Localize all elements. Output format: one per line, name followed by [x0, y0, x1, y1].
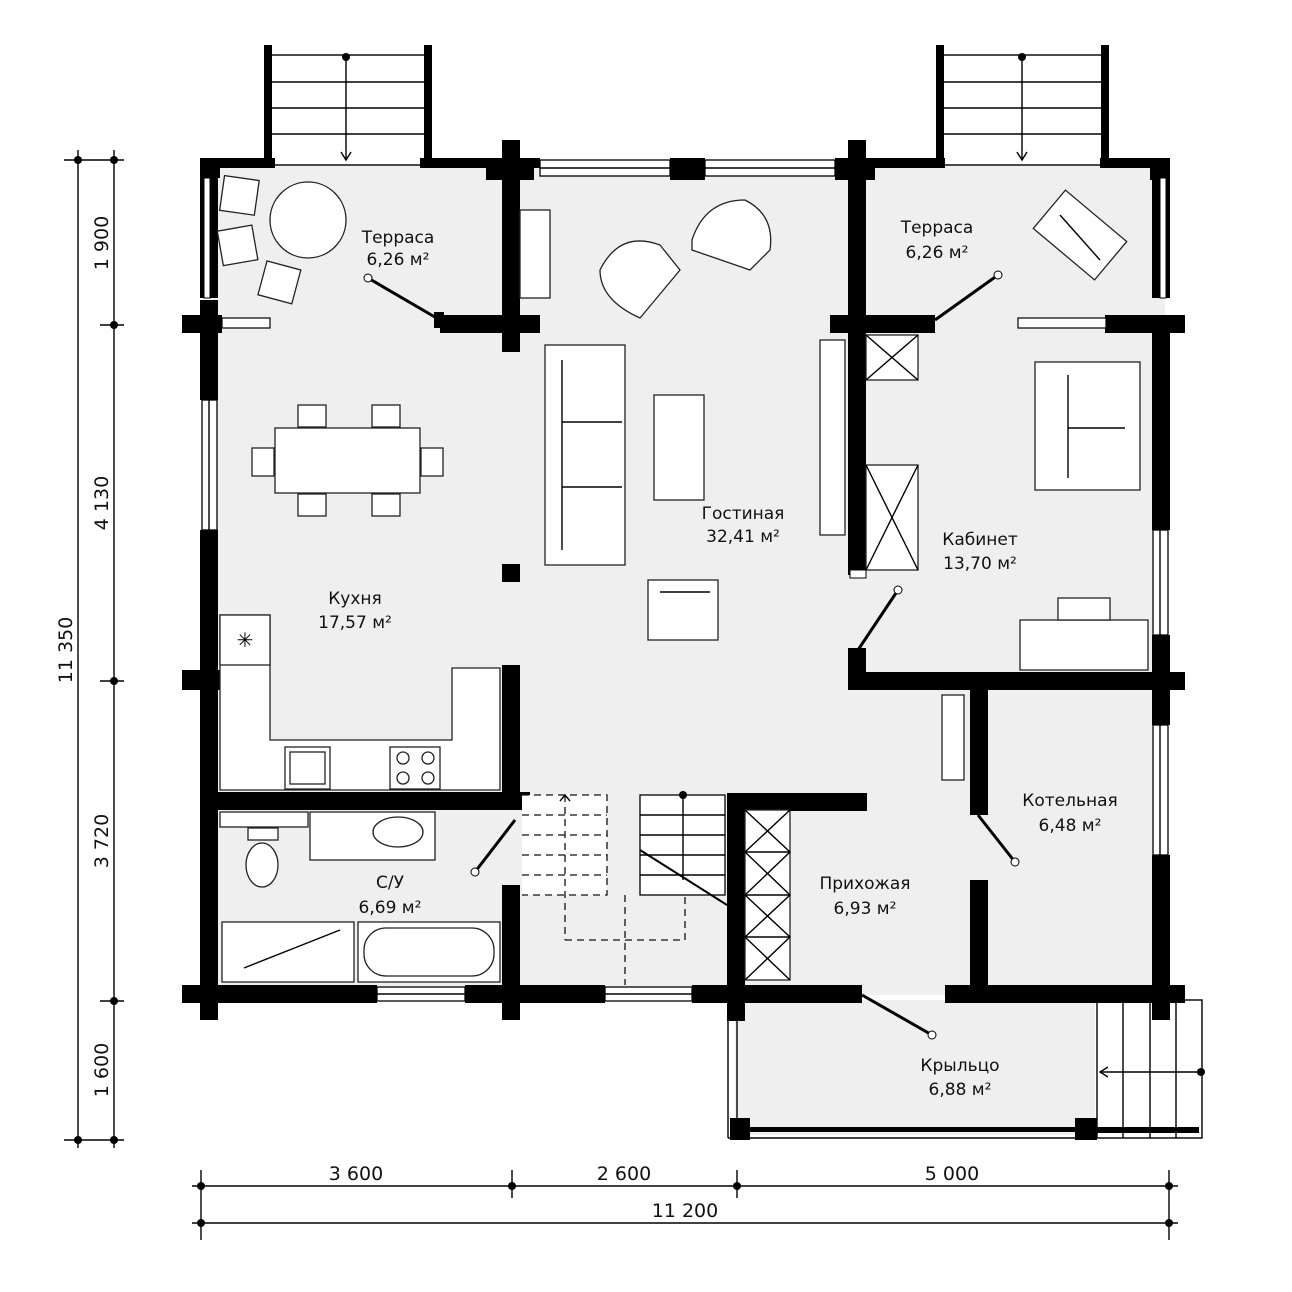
furniture-terrace-right — [1032, 189, 1128, 281]
room-name-bathroom: С/У — [376, 873, 405, 893]
staircase — [522, 791, 728, 985]
walls — [182, 140, 1199, 1140]
room-area-terrace-left: 6,26 м² — [367, 250, 430, 270]
room-area-porch: 6,88 м² — [929, 1080, 992, 1100]
room-labels: Терраса 6,26 м² Терраса 6,26 м² Гостиная… — [318, 218, 1118, 1100]
dim-vertical-1: 1 900 — [91, 216, 113, 270]
room-name-boiler: Котельная — [1022, 791, 1117, 811]
room-area-boiler: 6,48 м² — [1039, 816, 1102, 836]
furniture-boiler — [941, 694, 965, 781]
room-name-terrace-left: Терраса — [361, 228, 435, 248]
dim-vertical-total: 11 350 — [55, 617, 77, 683]
room-area-kitchen: 17,57 м² — [318, 613, 392, 633]
room-name-kitchen: Кухня — [328, 589, 382, 609]
room-name-living: Гостиная — [702, 504, 785, 524]
dim-vertical-3: 3 720 — [91, 814, 113, 868]
windows — [201, 159, 1169, 1002]
terrace-steps-left — [264, 45, 432, 166]
room-area-hall: 6,93 м² — [834, 899, 897, 919]
vertical-dimensions: 11 350 1 900 4 130 3 720 1 600 — [55, 150, 124, 1148]
horizontal-dimensions: 3 600 2 600 5 000 11 200 — [192, 1163, 1178, 1240]
room-name-hall: Прихожая — [819, 874, 910, 894]
furniture-living — [519, 199, 846, 641]
furniture-hall — [743, 809, 792, 981]
terrace-steps-right — [936, 45, 1109, 166]
room-name-study: Кабинет — [942, 530, 1018, 550]
svg-text:✳: ✳ — [237, 628, 254, 652]
furniture-terrace-left — [216, 174, 347, 305]
furniture-study — [865, 334, 1149, 671]
room-area-terrace-right: 6,26 м² — [906, 243, 969, 263]
dim-horizontal-3: 5 000 — [925, 1163, 979, 1185]
dim-horizontal-1: 3 600 — [329, 1163, 383, 1185]
dim-vertical-4: 1 600 — [91, 1043, 113, 1097]
furniture-bathroom — [219, 811, 501, 983]
room-name-terrace-right: Терраса — [900, 218, 974, 238]
porch-steps — [1096, 999, 1205, 1139]
doors — [221, 270, 1107, 1040]
dim-horizontal-2: 2 600 — [597, 1163, 651, 1185]
furniture-kitchen: ✳ — [219, 404, 501, 791]
room-area-living: 32,41 м² — [706, 527, 780, 547]
room-area-study: 13,70 м² — [943, 554, 1017, 574]
dim-horizontal-total: 11 200 — [652, 1200, 718, 1222]
dim-vertical-2: 4 130 — [91, 476, 113, 530]
room-name-porch: Крыльцо — [920, 1056, 999, 1076]
room-area-bathroom: 6,69 м² — [359, 898, 422, 918]
